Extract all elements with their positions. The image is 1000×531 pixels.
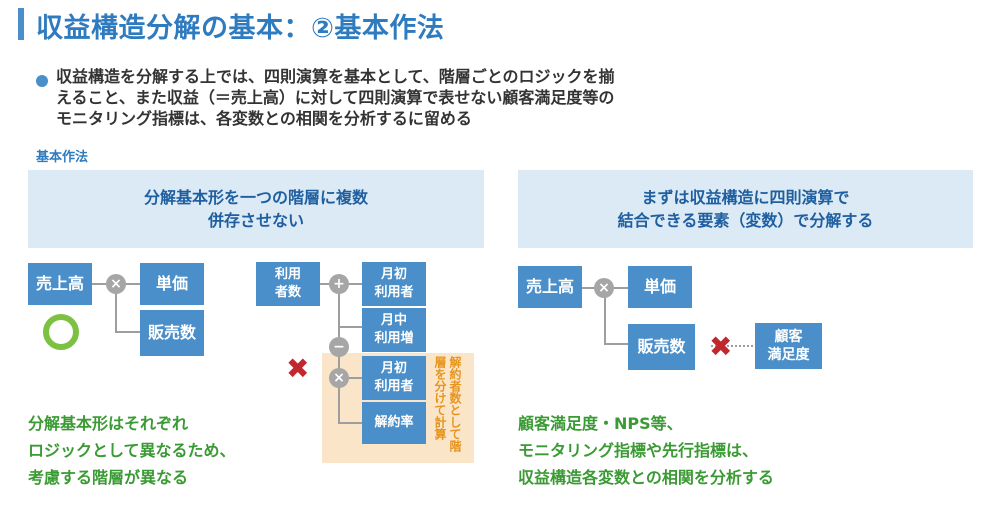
connector bbox=[115, 331, 140, 333]
lead-paragraph: 収益構造を分解する上では、四則演算を基本として、階層ごとのロジックを揃 えること… bbox=[56, 66, 736, 129]
subheading: 基本作法 bbox=[36, 150, 89, 165]
right-green-note: 顧客満足度・NPS等、 モニタリング指標や先行指標は、 収益構造各変数との相関を… bbox=[518, 410, 774, 491]
dotted-connector bbox=[711, 345, 753, 347]
sales-volume-label: 販売数 bbox=[637, 337, 686, 356]
minus-operator-icon: − bbox=[329, 337, 349, 357]
lead-line: えること、また収益（＝売上高）に対して四則演算で表せない顧客満足度等の bbox=[56, 88, 615, 107]
connector bbox=[338, 422, 362, 424]
users-start-label: 利用者 bbox=[374, 379, 414, 394]
users-mid-increase-box: 月中 利用増 bbox=[362, 308, 426, 352]
lead-line: モニタリング指標は、各変数との相関を分析するに留める bbox=[56, 109, 472, 128]
satisfaction-label: 満足度 bbox=[767, 347, 810, 363]
connector bbox=[338, 326, 362, 328]
left-header: 分解基本形を一つの階層に複数 併存させない bbox=[28, 170, 484, 248]
multiply-operator-icon: × bbox=[106, 274, 126, 294]
right-header: まずは収益構造に四則演算で 結合できる要素（変数）で分解する bbox=[518, 170, 973, 248]
left-note-line: 分解基本形はそれぞれ bbox=[28, 414, 189, 433]
right-note-line: 収益構造各変数との相関を分析する bbox=[518, 468, 774, 487]
connector bbox=[115, 283, 117, 333]
left-note-line: ロジックとして異なるため、 bbox=[28, 441, 236, 460]
left-header-line: 分解基本形を一つの階層に複数 bbox=[143, 188, 368, 207]
right-note-line: 顧客満足度・NPS等、 bbox=[518, 414, 683, 433]
right-header-line: 結合できる要素（変数）で分解する bbox=[617, 211, 874, 230]
users-label: 利用 bbox=[274, 267, 301, 282]
plus-operator-icon: + bbox=[329, 274, 349, 294]
circle-ok-icon bbox=[43, 314, 79, 350]
page-title: 収益構造分解の基本：②基本作法 bbox=[36, 13, 445, 44]
cross-ng-icon: ✖ bbox=[709, 330, 733, 363]
sales-volume-label: 販売数 bbox=[147, 323, 196, 342]
users-start-label: 月初 bbox=[380, 361, 407, 376]
sales-label: 売上高 bbox=[525, 277, 574, 296]
sales-box: 売上高 bbox=[28, 263, 92, 305]
users-box: 利用 者数 bbox=[256, 262, 320, 306]
connector bbox=[338, 377, 362, 379]
unit-price-box: 単価 bbox=[140, 263, 204, 305]
connector bbox=[604, 343, 628, 345]
users-mid-increase-label: 利用増 bbox=[374, 331, 414, 346]
sales-box: 売上高 bbox=[518, 266, 582, 308]
sales-volume-box: 販売数 bbox=[628, 324, 695, 370]
sales-volume-box: 販売数 bbox=[140, 310, 204, 356]
unit-price-box: 単価 bbox=[628, 266, 692, 308]
users-label: 者数 bbox=[274, 285, 301, 300]
churn-rate-label: 解約率 bbox=[374, 415, 414, 430]
multiply-operator-icon: × bbox=[594, 278, 614, 298]
unit-price-label: 単価 bbox=[155, 274, 188, 293]
unit-price-label: 単価 bbox=[643, 277, 676, 296]
churn-vertical-note: 解約者数として階層を分けて計算 bbox=[433, 356, 462, 452]
right-header-line: まずは収益構造に四則演算で bbox=[641, 188, 850, 207]
lead-line: 収益構造を分解する上では、四則演算を基本として、階層ごとのロジックを揃 bbox=[56, 67, 615, 86]
users-start-label: 利用者 bbox=[374, 285, 414, 300]
connector bbox=[604, 287, 606, 345]
users-start-box-2: 月初 利用者 bbox=[362, 356, 426, 400]
multiply-operator-icon: × bbox=[329, 368, 349, 388]
left-note-line: 考慮する階層が異なる bbox=[28, 468, 189, 487]
users-start-box: 月初 利用者 bbox=[362, 262, 426, 306]
left-header-line: 併存させない bbox=[207, 211, 304, 230]
left-green-note: 分解基本形はそれぞれ ロジックとして異なるため、 考慮する階層が異なる bbox=[28, 410, 236, 491]
cross-ng-icon: ✖ bbox=[286, 352, 310, 385]
satisfaction-label: 顧客 bbox=[774, 329, 803, 345]
churn-rate-box: 解約率 bbox=[362, 402, 426, 444]
users-mid-increase-label: 月中 bbox=[380, 313, 407, 328]
bullet-dot-icon bbox=[36, 75, 48, 87]
right-note-line: モニタリング指標や先行指標は、 bbox=[518, 441, 759, 460]
users-start-label: 月初 bbox=[380, 267, 407, 282]
title-accent-bar bbox=[18, 8, 24, 40]
sales-label: 売上高 bbox=[35, 274, 84, 293]
customer-satisfaction-box: 顧客 満足度 bbox=[755, 323, 822, 369]
